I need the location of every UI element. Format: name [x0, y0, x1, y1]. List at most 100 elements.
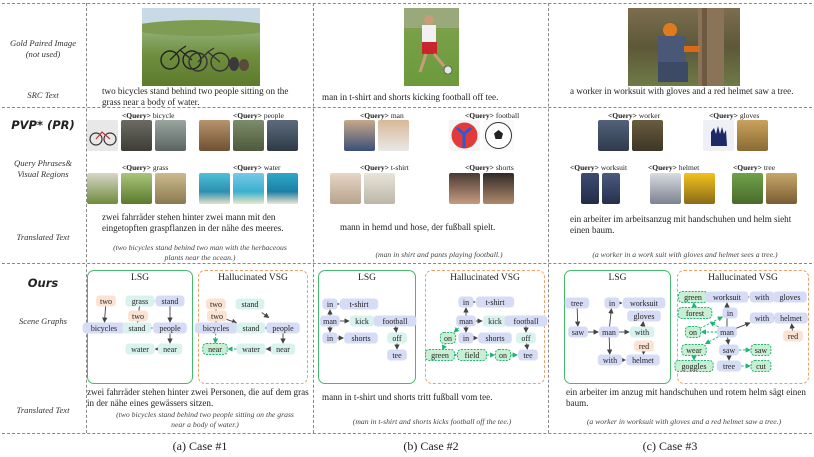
c3-vsg-node-label: wear — [686, 346, 702, 355]
c3-lsg-node-label: with — [635, 328, 649, 337]
case2-query-man: <Query> man — [360, 111, 404, 120]
case3-thumb-gloves-2 — [737, 120, 768, 151]
c2-vsg-node — [482, 315, 508, 327]
c3-vsg-node-label: gloves — [780, 293, 801, 302]
case3-query-worker: <Query> worker — [608, 111, 661, 120]
case1-ours-gloss: (two bicycles stand behind two people si… — [116, 410, 294, 429]
c1-lsg-node — [122, 322, 152, 334]
c2-vsg-node — [458, 296, 474, 308]
c3-vsg-node-label: saw — [755, 346, 768, 355]
c3-vsg-edge — [699, 316, 724, 329]
c2-lsg-node — [344, 332, 378, 344]
c2-lsg-node-label: man — [323, 317, 337, 326]
c3-vsg-node-label: cut — [756, 362, 767, 371]
case1-thumb-people-2 — [233, 120, 264, 151]
case3-src-text: a worker in worksuit with gloves and a r… — [570, 86, 794, 96]
c2-lsg-node — [387, 349, 407, 361]
case2-src-text: man in t-shirt and shorts kicking footba… — [322, 92, 499, 102]
c2-vsg-node — [458, 332, 474, 344]
c1-vsg-node-label: near — [276, 345, 290, 354]
c3-lsg-node-label: helmet — [632, 356, 655, 365]
case3-thumb-worksuit-2 — [602, 173, 620, 204]
c2-lsg-node-label: shorts — [351, 334, 370, 343]
c3-lsg-node — [629, 326, 655, 338]
case3-lsg-title: LSG — [608, 273, 627, 283]
c3-vsg-node-label: worksuit — [713, 293, 742, 302]
c2-lsg-edge — [393, 325, 399, 333]
case1-query-water: <Query> water — [233, 163, 281, 172]
case2-pvp-translation: mann in hemd und hose, der fußball spiel… — [340, 222, 496, 232]
c3-lsg-edge — [608, 308, 614, 328]
case3-thumb-helmet-1 — [650, 173, 681, 204]
c2-vsg-node — [425, 349, 455, 361]
case3-query-worksuit: <Query> worksuit — [570, 163, 628, 172]
case2-thumb-football-1 — [449, 120, 480, 151]
case1-thumb-grass-3 — [155, 173, 186, 204]
c1-lsg-node — [96, 295, 116, 307]
c3-vsg-edge — [704, 336, 719, 345]
c2-vsg-node-label: on — [444, 334, 452, 343]
row-label-src: SRC Text — [27, 90, 59, 100]
case3-query-gloves: <Query> gloves — [709, 111, 760, 120]
c1-lsg-node-label: two — [132, 312, 144, 321]
c1-vsg-edge — [226, 318, 238, 324]
case2-thumb-football-2 — [483, 120, 514, 151]
c3-vsg-node — [749, 291, 775, 303]
football-player-illustration — [404, 8, 459, 75]
c1-vsg-node — [202, 343, 228, 355]
c1-vsg-node-label: people — [272, 324, 294, 333]
case3-vsg-panel: Hallucinated VSG — [677, 270, 809, 384]
c1-lsg-node-label: stand — [162, 297, 179, 306]
case2-thumb-man-2 — [378, 120, 409, 151]
case3-thumb-tree-2 — [766, 173, 797, 204]
case3-thumb-worker-1 — [598, 120, 629, 151]
c1-lsg-node — [125, 295, 155, 307]
c2-lsg-node — [322, 298, 338, 310]
c2-vsg-edge — [524, 342, 530, 350]
c2-lsg-node — [320, 315, 340, 327]
case3-pvp-gloss: (a worker in a work suit with gloves and… — [592, 250, 778, 259]
c3-lsg-node-label: man — [602, 328, 616, 337]
c2-vsg-node-label: in — [463, 334, 469, 343]
c3-vsg-edge — [736, 322, 751, 329]
c1-lsg-node-label: stand — [129, 324, 146, 333]
c1-vsg-node-label: near — [208, 345, 222, 354]
c3-lsg-node — [564, 297, 590, 309]
c2-lsg-node-label: t-shirt — [349, 300, 369, 309]
row-label-translated-ours: Translated Text — [16, 405, 70, 415]
c3-vsg-edge — [691, 302, 697, 309]
case1-query-bicycle: <Query> bicycle — [122, 111, 175, 120]
c2-lsg-node-label: in — [327, 334, 333, 343]
c3-vsg-node-label: with — [755, 293, 769, 302]
c3-vsg-node — [684, 326, 702, 338]
c2-vsg-node-label: field — [465, 351, 480, 360]
c2-vsg-node-label: football — [514, 317, 540, 326]
c2-vsg-node — [478, 332, 512, 344]
c3-lsg-node — [627, 310, 661, 322]
c3-vsg-edge — [789, 323, 795, 332]
c1-lsg-node — [128, 310, 148, 322]
c1-lsg-node-label: water — [131, 345, 149, 354]
case3-query-helmet: <Query> helmet — [648, 163, 700, 172]
c2-lsg-node — [349, 315, 375, 327]
c2-vsg-node-label: off — [521, 334, 531, 343]
c2-vsg-node — [518, 349, 538, 361]
case3-caption: (c) Case #3 — [642, 439, 698, 453]
case1-thumb-water-3 — [267, 173, 298, 204]
case2-ours-gloss: (man in t-shirt and shorts kicks footbal… — [352, 417, 512, 426]
c1-vsg-node-label: two — [211, 312, 223, 321]
case3-ours-gloss: (a worker in worksuit with gloves and a … — [586, 417, 782, 426]
c3-lsg-node — [568, 326, 588, 338]
c3-vsg-node-label: in — [727, 309, 733, 318]
case3-lsg-panel: LSG — [564, 270, 671, 384]
c3-vsg-node — [783, 330, 803, 342]
c3-vsg-node-label: on — [689, 328, 697, 337]
case1-vsg-title: Hallucinated VSG — [218, 273, 288, 283]
c1-lsg-node — [153, 322, 187, 334]
c1-lsg-node-label: bicycles — [91, 324, 117, 333]
row-label-scene-graphs: Scene Graphs — [19, 316, 67, 326]
case2-query-football: <Query> football — [465, 111, 520, 120]
c2-lsg-node — [339, 298, 379, 310]
c1-vsg-node — [266, 322, 300, 334]
c3-vsg-node — [681, 344, 707, 356]
